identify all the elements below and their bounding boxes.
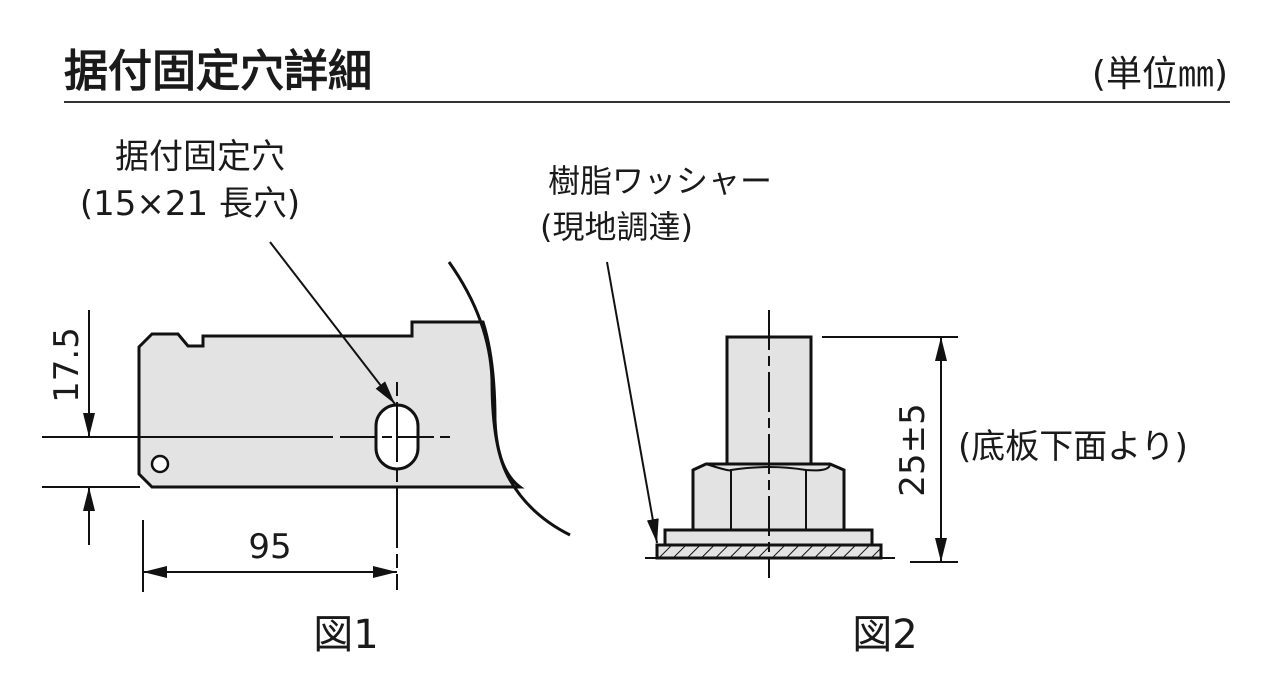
fig1-leader xyxy=(269,241,396,405)
fig1-label-line2: (15×21 長穴) xyxy=(80,184,300,224)
bracket-plate xyxy=(137,320,525,489)
fig2-label-line2: (現地調達) xyxy=(540,208,693,246)
fig1-caption: 図1 xyxy=(313,612,378,658)
unit-body-curve xyxy=(447,261,571,537)
small-hole xyxy=(150,454,170,474)
fig2-dim-vertical: 25±5 xyxy=(893,403,933,496)
fig2-caption: 図2 xyxy=(852,612,917,658)
fig1-dim-vertical: 17.5 xyxy=(47,327,87,403)
fig1-dim-horizontal: 95 xyxy=(248,527,291,567)
fig2-note: (底板下面より) xyxy=(958,427,1188,467)
figure-2: 樹脂ワッシャー (現地調達) 25±5 (底板下面より) 図2 xyxy=(540,162,1188,658)
page-title: 据付固定穴詳細 xyxy=(64,46,372,97)
fig2-label-line1: 樹脂ワッシャー xyxy=(548,162,772,200)
fig1-label-line1: 据付固定穴 xyxy=(115,137,285,177)
figure-1: 据付固定穴 (15×21 長穴) 17.5 95 図1 xyxy=(42,137,571,658)
unit-label: (単位㎜) xyxy=(1092,54,1228,95)
fig2-leader xyxy=(606,261,659,544)
